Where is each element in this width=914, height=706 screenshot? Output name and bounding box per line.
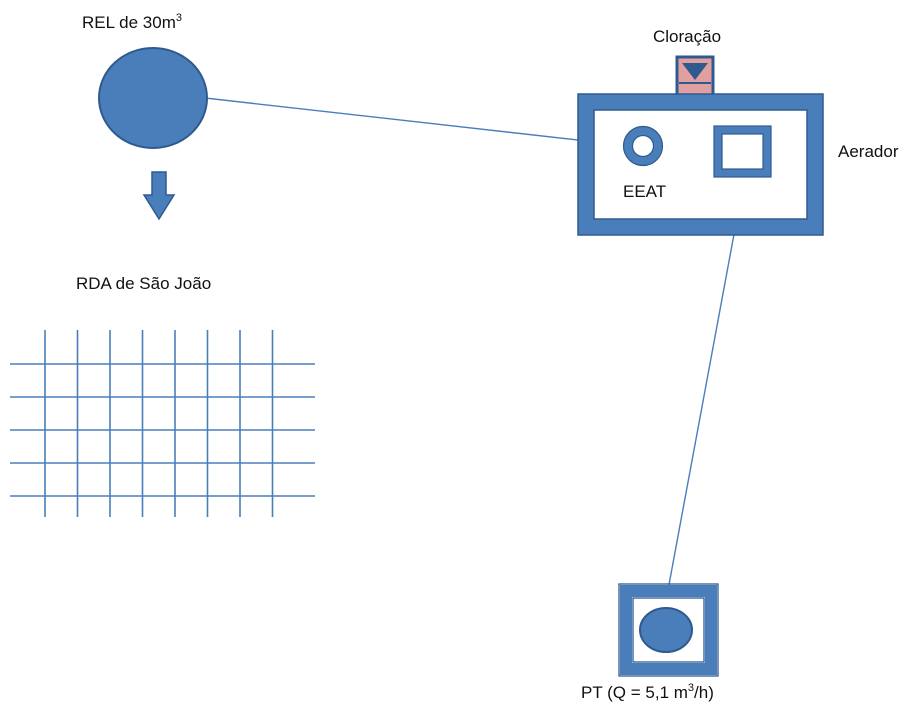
pt-label: PT (Q = 5,1 m3/h) [581, 682, 714, 702]
pt-label-superscript: 3 [688, 682, 694, 694]
chlorine-dosing-icon [682, 63, 708, 80]
aerador-box [714, 126, 771, 177]
pipe-rel-to-eeat [204, 97, 641, 148]
rda-distribution-grid [10, 330, 315, 517]
pipe-aerador-to-pt [667, 174, 746, 591]
rel-label-superscript: 3 [176, 12, 182, 24]
pt-pump [639, 607, 693, 653]
rel-label: REL de 30m3 [82, 12, 182, 32]
down-arrow-icon [142, 171, 176, 221]
eeat-pump [623, 126, 663, 166]
aerador-label: Aerador [838, 142, 899, 161]
eeat-label: EEAT [623, 182, 666, 201]
chlorination-unit [675, 55, 715, 98]
treatment-station [578, 94, 823, 235]
rel-reservoir [98, 47, 208, 149]
rda-label: RDA de São João [76, 274, 211, 293]
cloracao-label: Cloração [653, 27, 721, 46]
